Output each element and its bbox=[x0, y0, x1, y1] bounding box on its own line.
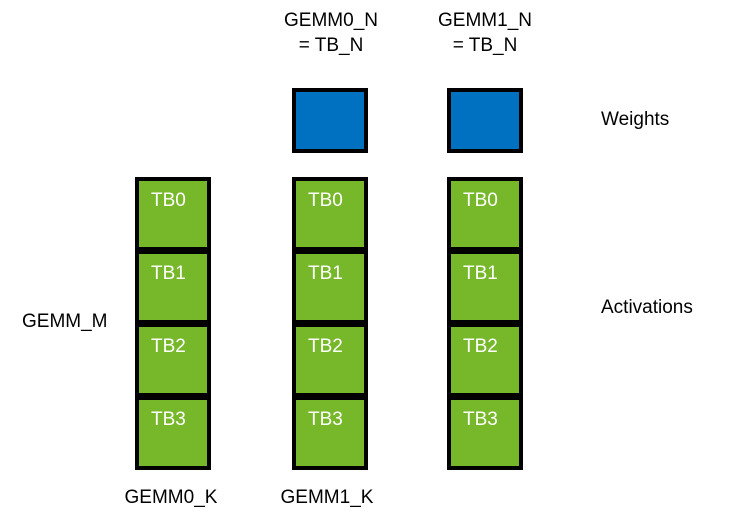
activation-column-gemm1-k: TB0 TB1 TB2 TB3 bbox=[447, 177, 523, 470]
activation-cell: TB2 bbox=[447, 323, 523, 397]
activation-cell-label: TB0 bbox=[151, 190, 186, 211]
weight-box-gemm1 bbox=[447, 88, 523, 153]
activation-cell-label: TB3 bbox=[463, 409, 498, 430]
row-label-weights: Weights bbox=[601, 109, 670, 130]
activation-cell-label: TB2 bbox=[308, 336, 343, 357]
weight-box-gemm0 bbox=[292, 88, 368, 153]
label-gemm0-n: GEMM0_N = TB_N bbox=[256, 8, 406, 58]
activation-cell-label: TB1 bbox=[308, 263, 343, 284]
activation-cell-label: TB3 bbox=[308, 409, 343, 430]
activation-cell-label: TB2 bbox=[151, 336, 186, 357]
activation-cell: TB1 bbox=[292, 250, 368, 324]
activation-cell: TB0 bbox=[135, 177, 211, 251]
label-gemm1-n: GEMM1_N = TB_N bbox=[410, 8, 560, 58]
activation-cell: TB2 bbox=[292, 323, 368, 397]
activation-cell: TB3 bbox=[447, 396, 523, 470]
activation-cell-label: TB0 bbox=[308, 190, 343, 211]
activation-cell: TB2 bbox=[135, 323, 211, 397]
activation-cell-label: TB1 bbox=[463, 263, 498, 284]
activation-cell-label: TB1 bbox=[151, 263, 186, 284]
activation-cell-label: TB3 bbox=[151, 409, 186, 430]
label-gemm1-n-line1: GEMM1_N bbox=[438, 10, 532, 31]
activation-column-gemm0-k: TB0 TB1 TB2 TB3 bbox=[292, 177, 368, 470]
axis-label-gemm-m: GEMM_M bbox=[22, 311, 108, 332]
row-label-activations: Activations bbox=[601, 297, 693, 318]
activation-cell: TB1 bbox=[447, 250, 523, 324]
activation-cell: TB0 bbox=[447, 177, 523, 251]
label-gemm0-k: GEMM0_K bbox=[124, 487, 218, 508]
activation-cell-label: TB0 bbox=[463, 190, 498, 211]
activation-cell: TB3 bbox=[135, 396, 211, 470]
label-gemm0-n-line2: = TB_N bbox=[298, 35, 364, 56]
label-gemm0-n-line1: GEMM0_N bbox=[284, 10, 378, 31]
activation-cell: TB3 bbox=[292, 396, 368, 470]
label-gemm1-n-line2: = TB_N bbox=[452, 35, 518, 56]
activation-column-gemm0-m: TB0 TB1 TB2 TB3 bbox=[135, 177, 211, 470]
activation-cell-label: TB2 bbox=[463, 336, 498, 357]
activation-cell: TB1 bbox=[135, 250, 211, 324]
label-gemm1-k: GEMM1_K bbox=[280, 487, 374, 508]
activation-cell: TB0 bbox=[292, 177, 368, 251]
